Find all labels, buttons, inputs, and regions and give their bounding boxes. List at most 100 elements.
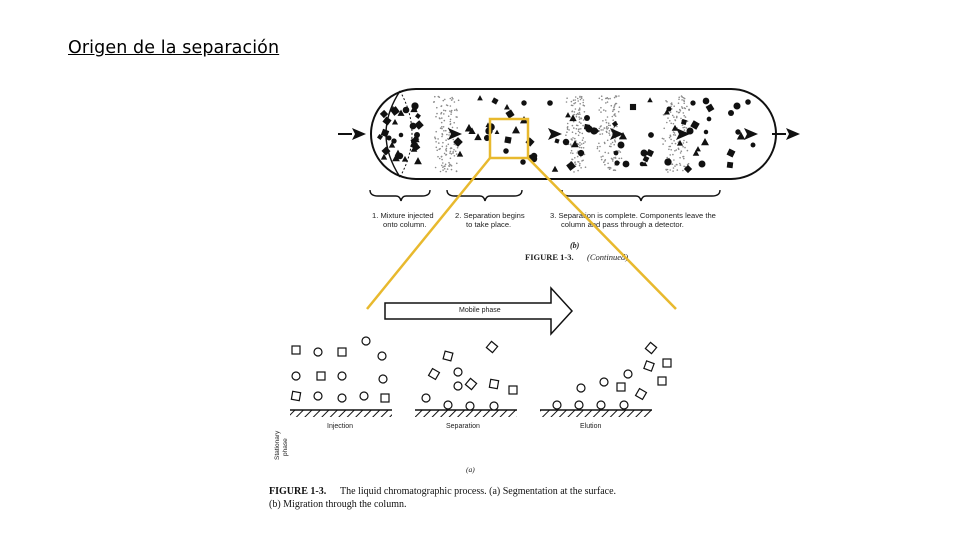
open-circle-particle [619,400,629,410]
stipple-dot [453,149,455,151]
column-particles [376,95,756,174]
solute-particle [494,129,500,135]
solute-particle [503,148,509,154]
step-3-label: 3. Separation is complete. Components le… [550,211,716,220]
stipple-dot [448,134,450,136]
solute-particle [402,106,410,114]
stipple-dot [667,171,669,173]
stipple-dot [665,100,667,102]
open-square-particle [290,390,302,402]
stipple-dot [579,141,581,144]
step-1-label-2: onto column. [383,220,426,229]
stipple-dot [677,148,680,151]
stipple-dot [600,111,602,113]
stipple-dot [616,125,618,128]
stipple-dot [441,135,443,138]
stipple-dot [614,169,617,172]
solute-particle [554,138,560,144]
stipple-dot [612,158,614,161]
stipple-dot [614,115,617,117]
stipple-dot [578,164,581,167]
stipple-dot [683,129,686,131]
open-circle-particle [313,347,323,357]
stipple-dot [664,140,667,142]
stipple-dot [612,110,614,113]
stipple-dot [579,103,581,105]
stipple-dot [456,162,458,165]
stipple-dot [608,145,611,148]
stipple-dot [449,120,452,123]
stipple-dot [675,149,678,151]
stipple-dot [579,131,581,134]
stipple-dot [608,132,610,134]
stipple-dot [683,139,685,142]
stipple-dot [456,146,459,149]
stage-label-separation: Separation [446,423,480,430]
stipple-dot [571,124,574,127]
stipple-dot [580,143,583,145]
stipple-dot [573,102,575,105]
stipple-dot [574,99,576,101]
stipple-dot [678,96,680,99]
stipple-dot [453,101,456,103]
stipple-dot [668,148,670,151]
stipple-dot [449,163,451,166]
stipple-dot [618,95,620,97]
solute-particle [690,120,700,130]
stipple-dot [571,110,573,113]
solute-particle [706,116,712,122]
stipple-dot [575,132,577,135]
stipple-dot [614,157,617,159]
stipple-dot [570,138,573,140]
stipple-dot [574,96,577,98]
stipple-dot [440,113,442,115]
stipple-dot [577,160,579,163]
stipple-dot [581,139,584,141]
stipple-dot [444,163,447,166]
stipple-dot [598,97,601,100]
stipple-dot [569,143,572,145]
solute-particle [703,129,709,135]
stipple-dot [605,121,608,124]
solute-particle [456,150,464,157]
stipple-dot [682,126,684,129]
solute-particle [410,105,418,113]
stipple-dot [596,147,599,150]
stipple-dot [610,157,613,160]
mobile-phase-arrow [384,286,574,336]
stipple-dot [434,166,437,169]
stipple-dot [614,103,616,106]
stipple-dot [610,104,613,107]
solute-particle [618,131,628,140]
stipple-dot [456,109,458,112]
stipple-dot [682,112,685,114]
solute-particle [702,97,710,105]
solute-particle [750,142,756,148]
stipple-dot [571,104,574,107]
flow-arrowhead [676,128,690,140]
solute-particle [666,106,672,112]
stipple-dot [576,152,578,154]
stipple-dot [610,143,612,145]
stipple-dot [446,104,449,107]
stipple-dot [602,155,604,157]
stipple-dot [682,155,685,158]
stipple-dot [442,126,445,128]
stipple-dot [433,101,435,103]
open-square-particle [464,377,478,391]
stipple-dot [435,146,438,149]
stipple-dot [436,106,438,109]
stipple-dot [449,110,451,112]
zoom-highlight [366,117,677,310]
stipple-dot [439,147,441,150]
stipple-dot [571,131,574,133]
stipple-dot [448,161,450,164]
solute-particle [392,154,400,162]
solute-particle [491,97,499,105]
open-square-particle [508,385,518,395]
solute-particle [376,133,384,141]
stipple-dot [600,129,602,131]
stipple-dot [675,116,678,119]
stipple-dot [683,157,685,160]
stipple-dot [579,144,581,146]
